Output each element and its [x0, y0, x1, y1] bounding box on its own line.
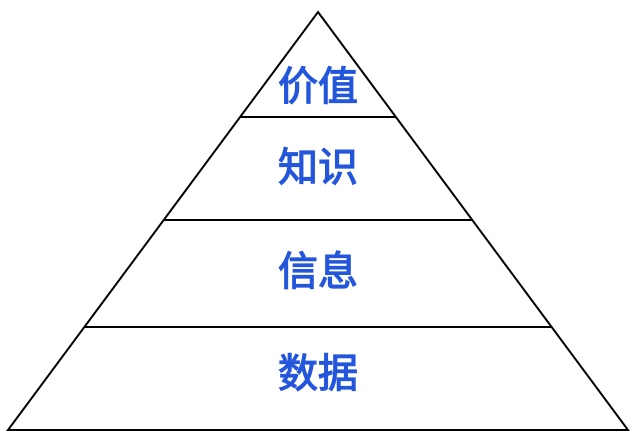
- pyramid-level-label-information: 信息: [278, 250, 358, 294]
- pyramid-level-label-value: 价值: [278, 65, 358, 109]
- pyramid-level-label-knowledge: 知识: [278, 146, 358, 190]
- pyramid-level-label-data: 数据: [278, 352, 358, 396]
